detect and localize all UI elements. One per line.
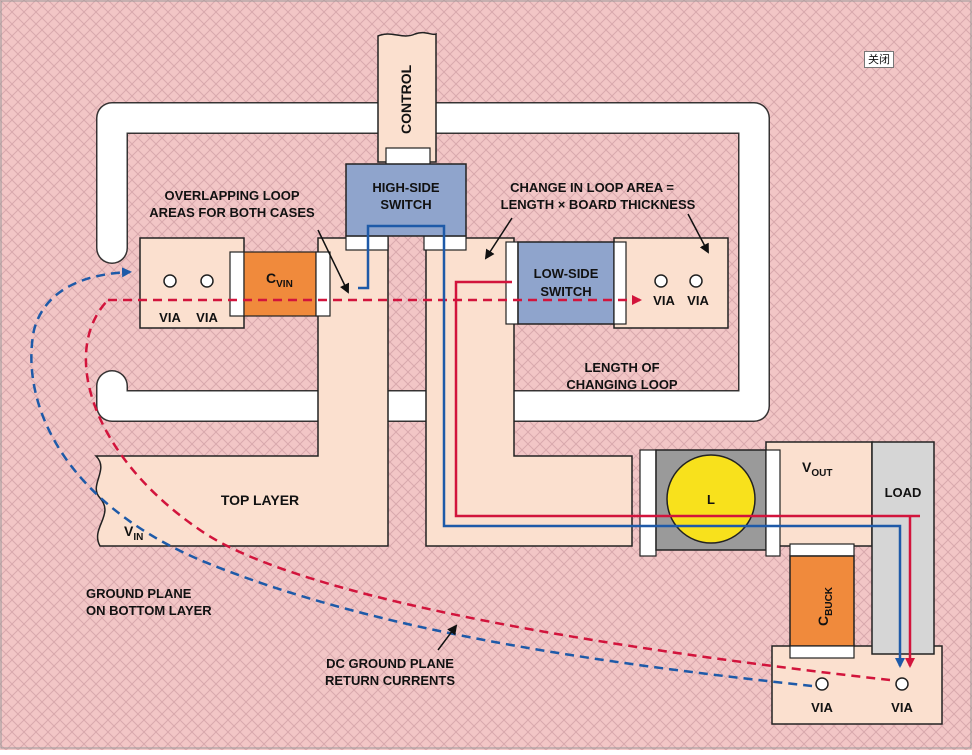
switch-via-pad bbox=[613, 237, 729, 329]
red-current-path-top bbox=[454, 280, 920, 518]
switch-node-copper bbox=[425, 237, 633, 547]
vin-via-pad bbox=[139, 237, 245, 329]
via-circle bbox=[654, 274, 668, 288]
via-label: VIA bbox=[687, 293, 709, 308]
length-label-line2: CHANGING LOOP bbox=[566, 377, 678, 392]
low-side-switch bbox=[517, 241, 615, 325]
inductor-core bbox=[666, 454, 756, 544]
cbuck-terminal-bottom bbox=[789, 645, 855, 659]
load-block bbox=[871, 441, 935, 655]
via-circle bbox=[689, 274, 703, 288]
high-side-switch bbox=[345, 163, 467, 237]
via-label: VIA bbox=[653, 293, 675, 308]
control-label: CONTROL bbox=[398, 64, 414, 134]
via-label: VIA bbox=[891, 700, 913, 715]
top-layer-label: TOP LAYER bbox=[221, 492, 299, 508]
inductor-label: L bbox=[707, 492, 715, 507]
load-label: LOAD bbox=[885, 485, 922, 500]
low-side-label-line1: LOW-SIDE bbox=[534, 266, 599, 281]
cvin-label: CVIN bbox=[266, 270, 293, 290]
dc-return-label-line1: DC GROUND PLANE bbox=[326, 656, 454, 671]
vout-copper bbox=[765, 441, 873, 547]
cvin-terminal-left bbox=[229, 251, 245, 317]
high-side-label-line1: HIGH-SIDE bbox=[372, 180, 440, 195]
blue-dashed-return bbox=[30, 267, 813, 688]
overlap-label-line1: OVERLAPPING LOOP bbox=[164, 188, 299, 203]
via-circle bbox=[815, 677, 829, 691]
cbuck-capacitor bbox=[789, 555, 855, 647]
close-button[interactable]: 关闭 bbox=[864, 51, 894, 68]
ground-plane-label-line1: GROUND PLANE bbox=[86, 586, 192, 601]
overlap-label-line2: AREAS FOR BOTH CASES bbox=[149, 205, 315, 220]
vout-label: VOUT bbox=[802, 459, 832, 479]
via-label: VIA bbox=[811, 700, 833, 715]
dc-return-label-line2: RETURN CURRENTS bbox=[325, 673, 455, 688]
via-label: VIA bbox=[196, 310, 218, 325]
vin-label: VIN bbox=[124, 523, 143, 543]
change-arrow bbox=[484, 217, 513, 260]
via-arrow bbox=[687, 213, 709, 254]
inductor-terminal-right bbox=[765, 449, 781, 557]
ground-plane-label-line2: ON BOTTOM LAYER bbox=[86, 603, 212, 618]
change-label-line2: LENGTH × BOARD THICKNESS bbox=[501, 197, 696, 212]
via-circle bbox=[163, 274, 177, 288]
length-label-line1: LENGTH OF bbox=[584, 360, 659, 375]
cbuck-label: CBUCK bbox=[815, 586, 835, 626]
blue-current-path bbox=[358, 224, 905, 668]
via-label: VIA bbox=[159, 310, 181, 325]
top-layer-copper-left bbox=[94, 237, 389, 547]
cvin-terminal-right bbox=[315, 251, 331, 317]
cbuck-terminal-top bbox=[789, 543, 855, 557]
via-circle bbox=[200, 274, 214, 288]
red-dashed-return bbox=[84, 299, 891, 682]
change-label-line1: CHANGE IN LOOP AREA = bbox=[510, 180, 674, 195]
high-side-label-line2: SWITCH bbox=[380, 197, 431, 212]
low-side-label-line2: SWITCH bbox=[540, 284, 591, 299]
overlap-arrow bbox=[317, 229, 350, 294]
via-circle bbox=[895, 677, 909, 691]
inductor-terminal-left bbox=[639, 449, 657, 557]
outer-loop-trace-fill bbox=[97, 103, 769, 421]
return-current-arrow bbox=[437, 624, 458, 651]
control-trace bbox=[377, 31, 437, 163]
low-side-terminal-right bbox=[613, 241, 627, 325]
